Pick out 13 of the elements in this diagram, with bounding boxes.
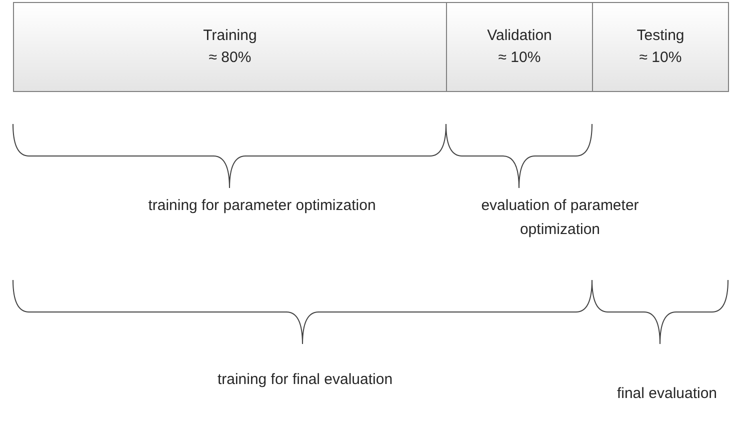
segment-box bbox=[446, 2, 593, 92]
segment-box bbox=[13, 2, 447, 92]
segment-title: Training bbox=[203, 26, 257, 46]
brace-label: evaluation of parameter optimization bbox=[480, 196, 640, 240]
brace-label: training for parameter optimization bbox=[147, 196, 377, 216]
segment-title: Testing bbox=[636, 26, 684, 46]
percentage-text: ≈ 10% bbox=[498, 48, 541, 68]
percentage-text: ≈ 80% bbox=[208, 48, 252, 68]
segment-box bbox=[592, 2, 729, 92]
percentage-text: ≈ 10% bbox=[639, 48, 682, 68]
brace-label: final evaluation bbox=[616, 384, 718, 404]
brace-label: training for final evaluation bbox=[216, 370, 394, 390]
segment-title: Validation bbox=[487, 26, 552, 46]
